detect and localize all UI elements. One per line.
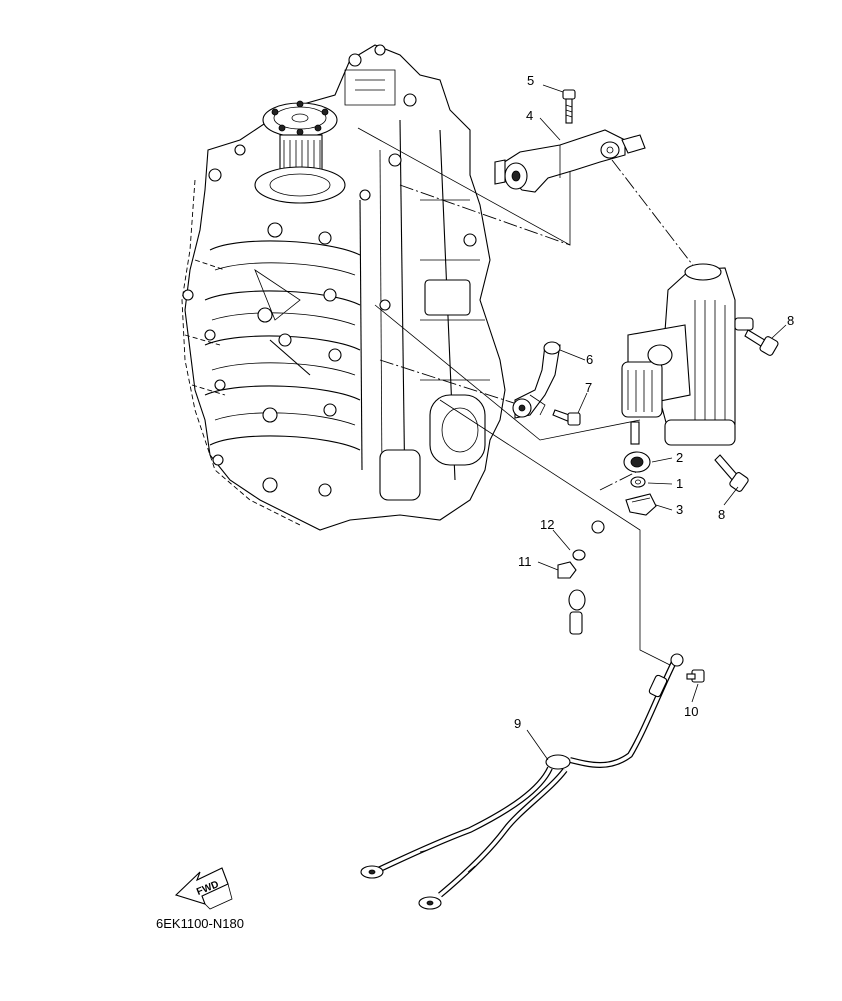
- diagram-reference-code: 6EK1100-N180: [156, 916, 244, 931]
- callout-12: 12: [540, 517, 554, 532]
- washer-part-1: [630, 476, 646, 488]
- bolt-part-10: [686, 669, 705, 683]
- callout-1: 1: [676, 476, 683, 491]
- cap-part-3: [625, 493, 657, 516]
- callout-11: 11: [518, 554, 532, 569]
- callout-6: 6: [586, 352, 593, 367]
- callout-5: 5: [527, 73, 534, 88]
- callout-9: 9: [514, 716, 521, 731]
- callout-4: 4: [526, 108, 533, 123]
- nut-part-11: [557, 561, 577, 579]
- bolt-part-7: [552, 409, 581, 426]
- washer-part-12: [572, 549, 586, 561]
- leader-lines: [357, 127, 696, 666]
- bolt-part-8-lower: [714, 454, 749, 492]
- callout-leaders: [526, 84, 787, 761]
- callout-2: 2: [676, 450, 683, 465]
- starter-motor-illustration: [621, 263, 754, 446]
- fwd-direction-arrow: FWD: [174, 867, 233, 910]
- callout-10: 10: [684, 704, 698, 719]
- callout-7: 7: [585, 380, 592, 395]
- bolt-part-8-upper: [744, 329, 779, 356]
- callout-8-lower: 8: [718, 507, 725, 522]
- callout-8-upper: 8: [787, 313, 794, 328]
- callout-labels: 1 2 3 4 5 6 7 8 8 9 10 11 12: [514, 73, 794, 731]
- callout-3: 3: [676, 502, 683, 517]
- bracket-part-4: [494, 129, 646, 193]
- engine-block-illustration: [181, 44, 506, 531]
- terminal-part-2: [623, 421, 651, 473]
- bolt-part-5: [562, 89, 576, 124]
- stay-part-6: [512, 341, 561, 419]
- battery-cable-part-9: [360, 520, 684, 910]
